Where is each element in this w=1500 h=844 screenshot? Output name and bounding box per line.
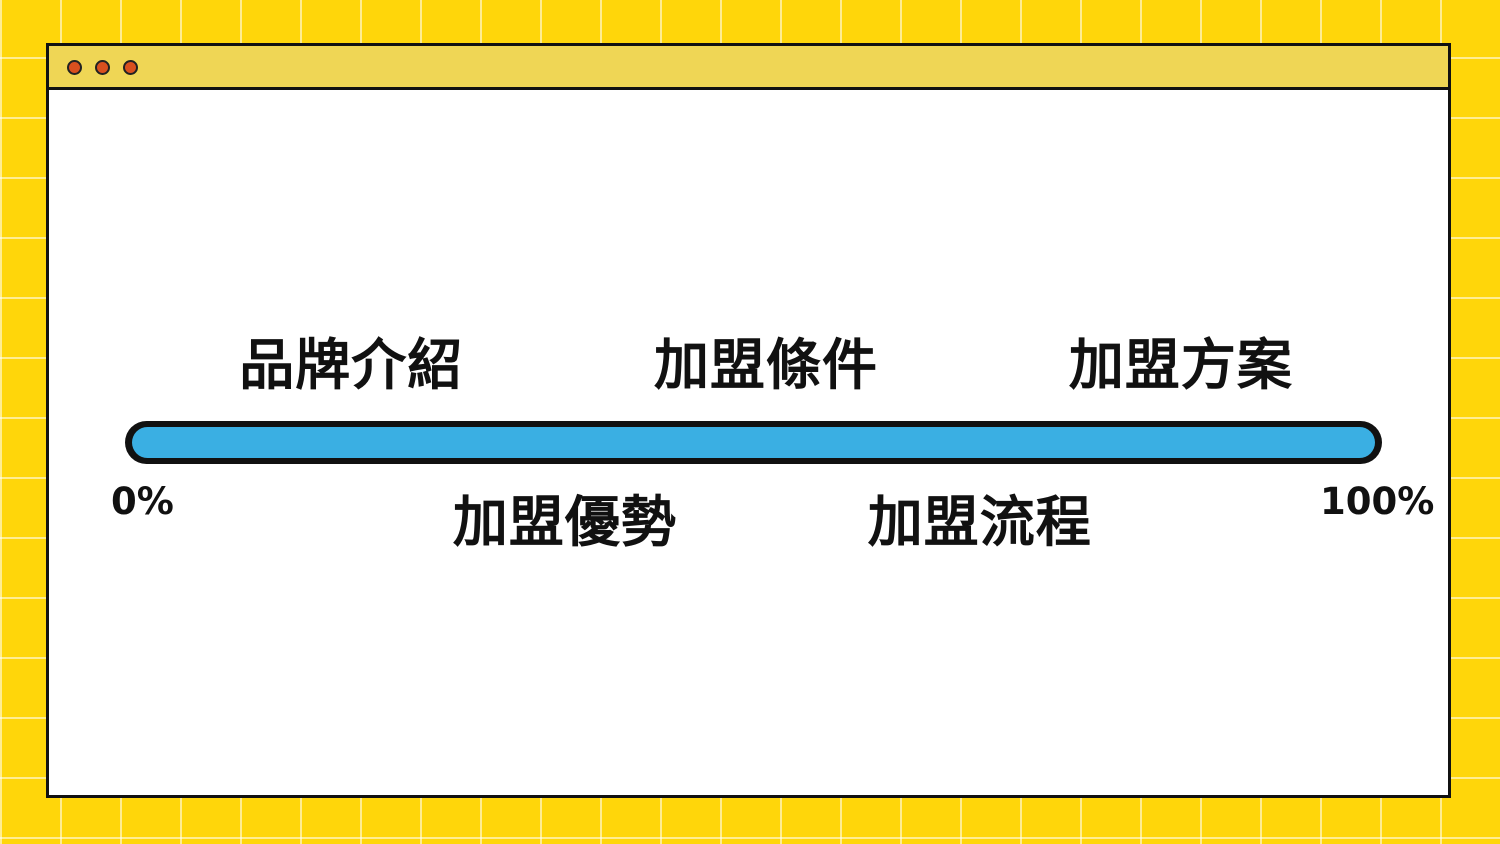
progress-bar-fill: [132, 427, 1375, 458]
progress-start-label: 0%: [111, 480, 174, 523]
progress-step-label-4: 加盟流程: [867, 490, 1092, 554]
progress-step-label-2: 加盟優勢: [452, 490, 677, 554]
progress-step-label-1: 品牌介紹: [239, 333, 464, 397]
progress-bar-track: [125, 421, 1382, 464]
window-control-dot-2[interactable]: [95, 60, 110, 75]
progress-step-label-5: 加盟方案: [1068, 333, 1293, 397]
window-control-dot-1[interactable]: [67, 60, 82, 75]
window-titlebar: [49, 46, 1448, 90]
browser-window: [46, 43, 1451, 798]
progress-step-label-3: 加盟條件: [654, 333, 879, 397]
window-control-dot-3[interactable]: [123, 60, 138, 75]
progress-end-label: 100%: [1320, 480, 1435, 523]
